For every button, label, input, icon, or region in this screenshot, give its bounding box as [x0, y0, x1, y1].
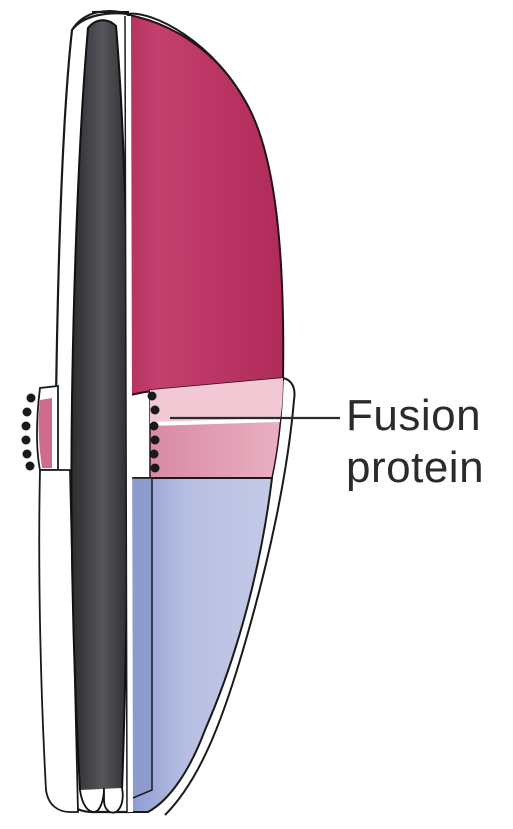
fusion-protein-label-line1: Fusion [346, 390, 506, 442]
left-collar-pink [39, 398, 52, 468]
fusion-protein-label-line2: protein [346, 442, 506, 494]
dark-core-strand [71, 20, 128, 806]
fusion-protein-label: Fusion protein [346, 390, 506, 494]
fusion-protein-dots-left [22, 394, 36, 471]
membrane-divider [128, 16, 130, 812]
